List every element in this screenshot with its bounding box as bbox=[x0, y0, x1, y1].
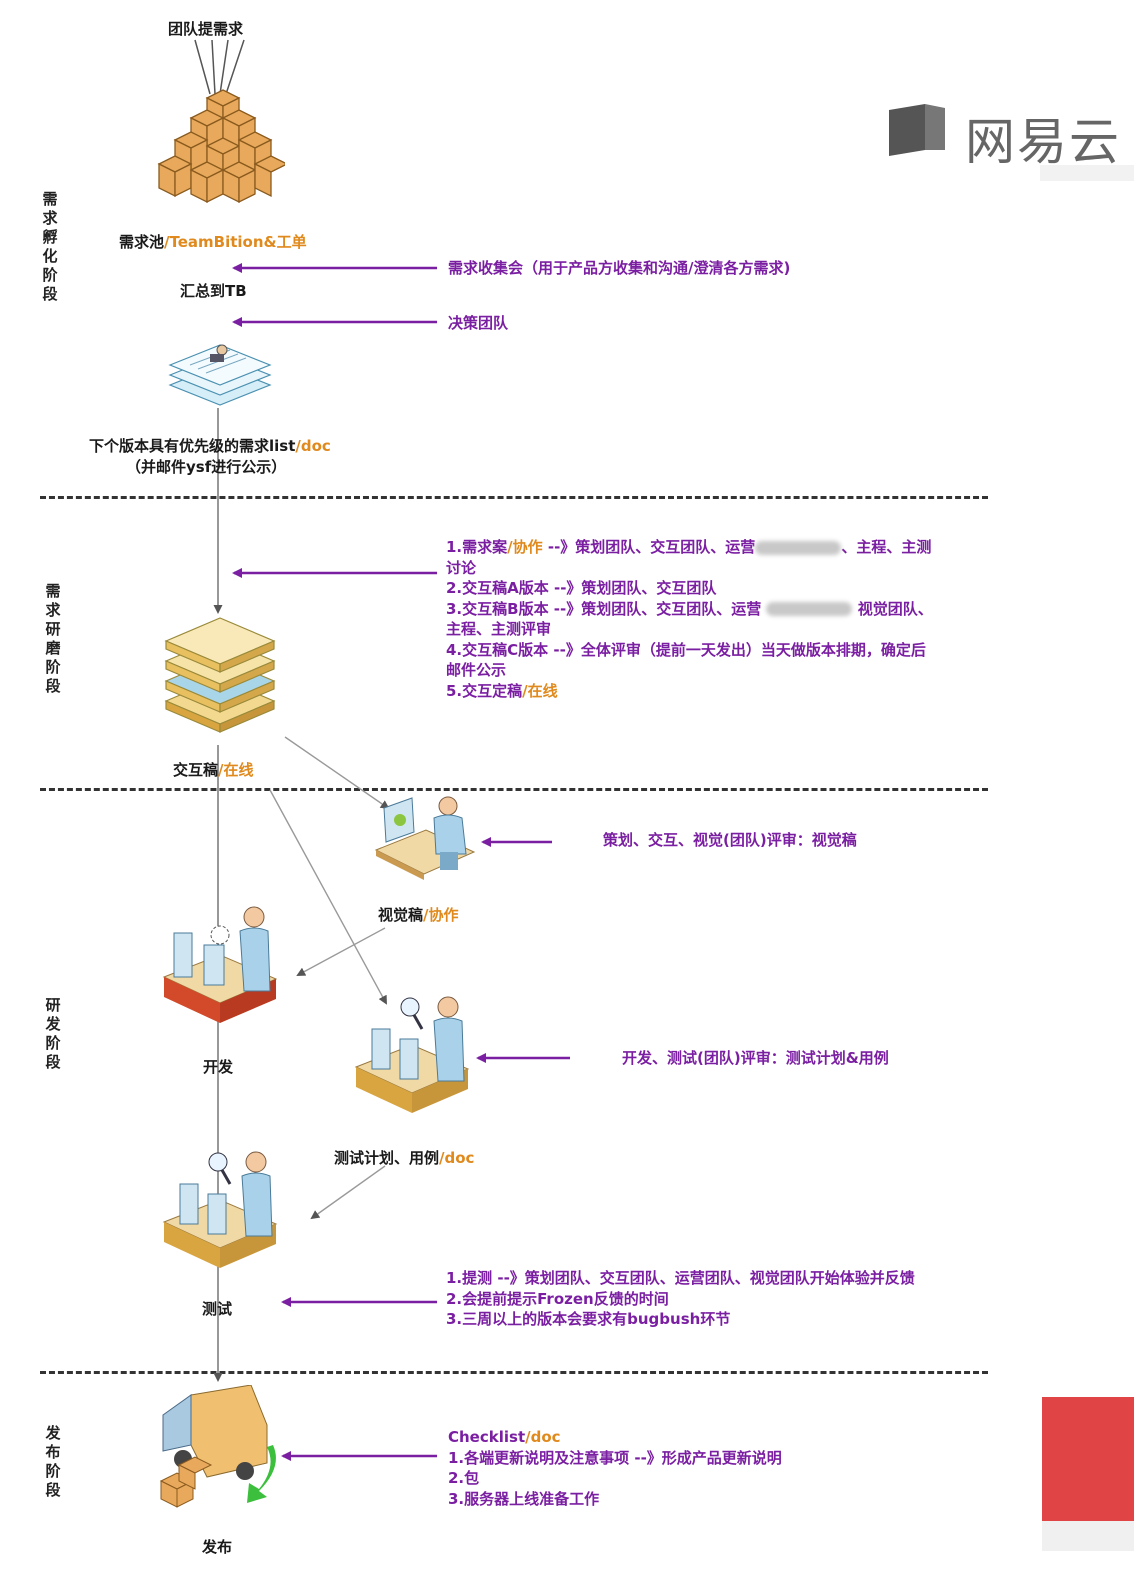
stage-label-development: 研发阶段 bbox=[45, 996, 61, 1071]
testing-note-2: 2.会提前提示Frozen反馈的时间 bbox=[446, 1289, 669, 1308]
refine-note-4-cont: 邮件公示 bbox=[446, 661, 507, 679]
release-notes: Checklist/doc 1.各端更新说明及注意事项 --》形成产品更新说明 … bbox=[448, 1427, 782, 1509]
priority-list-subtext: （并邮件ysf进行公示） bbox=[126, 458, 287, 476]
note-arrows bbox=[232, 263, 570, 1461]
priority-list-text: 下个版本具有优先级的需求list bbox=[89, 437, 296, 455]
requirement-pool-text: 需求池 bbox=[119, 233, 165, 251]
red-block bbox=[1042, 1397, 1134, 1521]
branch-arrows bbox=[269, 736, 390, 1220]
refine-note-1: 1.需求案/协作 --》策划团队、交互团队、运营、主程、主测 bbox=[446, 538, 932, 556]
decision-team-note: 决策团队 bbox=[448, 314, 509, 332]
release-checklist-title: Checklist/doc bbox=[448, 1428, 561, 1446]
stage-label-refining: 需求研磨阶段 bbox=[45, 582, 61, 695]
release-label: 发布 bbox=[202, 1538, 233, 1556]
interaction-draft-label: 交互稿/在线 bbox=[173, 761, 254, 779]
refine-note-4: 4.交互稿C版本 --》全体评审（提前一天发出）当天做版本排期，确定后 bbox=[446, 640, 926, 659]
refine-note-3-cont: 主程、主测评审 bbox=[446, 620, 552, 638]
interaction-stack-icon bbox=[164, 617, 276, 733]
testing-note-1: 1.提测 --》策划团队、交互团队、运营团队、视觉团队开始体验并反馈 bbox=[446, 1269, 915, 1287]
summary-to-tb-label: 汇总到TB bbox=[180, 282, 247, 300]
designer-desk-icon bbox=[374, 796, 476, 880]
refine-notes: 1.需求案/协作 --》策划团队、交互团队、运营、主程、主测 讨论 2.交互稿A… bbox=[446, 537, 976, 701]
test-plan-label: 测试计划、用例/doc bbox=[334, 1149, 475, 1167]
stage-label-release: 发布阶段 bbox=[45, 1424, 61, 1499]
release-note-2: 2.包 bbox=[448, 1469, 480, 1487]
developer-conveyor-icon bbox=[162, 906, 278, 1023]
testing-note-3: 3.三周以上的版本会要求有bugbush环节 bbox=[446, 1310, 731, 1328]
stage-label-incubation: 需求孵化阶段 bbox=[42, 190, 58, 303]
release-note-1: 1.各端更新说明及注意事项 --》形成产品更新说明 bbox=[448, 1448, 782, 1467]
refine-note-1-cont: 讨论 bbox=[446, 558, 477, 577]
tester-icon bbox=[162, 1151, 278, 1268]
testing-notes: 1.提测 --》策划团队、交互团队、运营团队、视觉团队开始体验并反馈 2.会提前… bbox=[446, 1268, 915, 1330]
watermark-text: 网易云 bbox=[965, 113, 1121, 171]
input-arrows bbox=[194, 39, 245, 95]
requirement-pool-label: 需求池/TeamBition&工单 bbox=[119, 231, 307, 252]
cloud-book-icon bbox=[889, 104, 945, 156]
tester-plan-icon bbox=[354, 996, 470, 1113]
stage-separator bbox=[40, 1371, 988, 1374]
release-note-3: 3.服务器上线准备工作 bbox=[448, 1489, 600, 1508]
team-requests-label: 团队提需求 bbox=[168, 20, 244, 38]
refine-note-3: 3.交互稿B版本 --》策划团队、交互团队、运营 视觉团队、 bbox=[446, 599, 933, 618]
testing-label: 测试 bbox=[202, 1300, 233, 1318]
development-label: 开发 bbox=[203, 1058, 234, 1076]
test-review-note: 开发、测试(团队)评审：测试计划&用例 bbox=[622, 1049, 889, 1067]
redacted-text bbox=[755, 540, 842, 555]
side-strip bbox=[1040, 165, 1134, 181]
priority-list-format: /doc bbox=[295, 437, 331, 455]
visual-draft-label: 视觉稿/协作 bbox=[378, 906, 459, 924]
stage-separator bbox=[40, 788, 988, 791]
priority-list-label: 下个版本具有优先级的需求list/doc bbox=[89, 435, 331, 456]
refine-note-2: 2.交互稿A版本 --》策划团队、交互团队 bbox=[446, 579, 717, 597]
requirement-pool-tool: /TeamBition&工单 bbox=[164, 233, 307, 251]
delivery-truck-icon bbox=[159, 1385, 276, 1508]
document-stack-icon bbox=[168, 344, 272, 406]
stage-separator bbox=[40, 496, 988, 499]
redacted-text bbox=[766, 602, 853, 616]
box-pile-icon bbox=[157, 89, 285, 204]
collect-meeting-note: 需求收集会（用于产品方收集和沟通/澄清各方需求) bbox=[448, 259, 791, 277]
red-block-shadow bbox=[1042, 1521, 1134, 1551]
visual-review-note: 策划、交互、视觉(团队)评审：视觉稿 bbox=[603, 831, 857, 849]
refine-note-5: 5.交互定稿/在线 bbox=[446, 681, 558, 700]
